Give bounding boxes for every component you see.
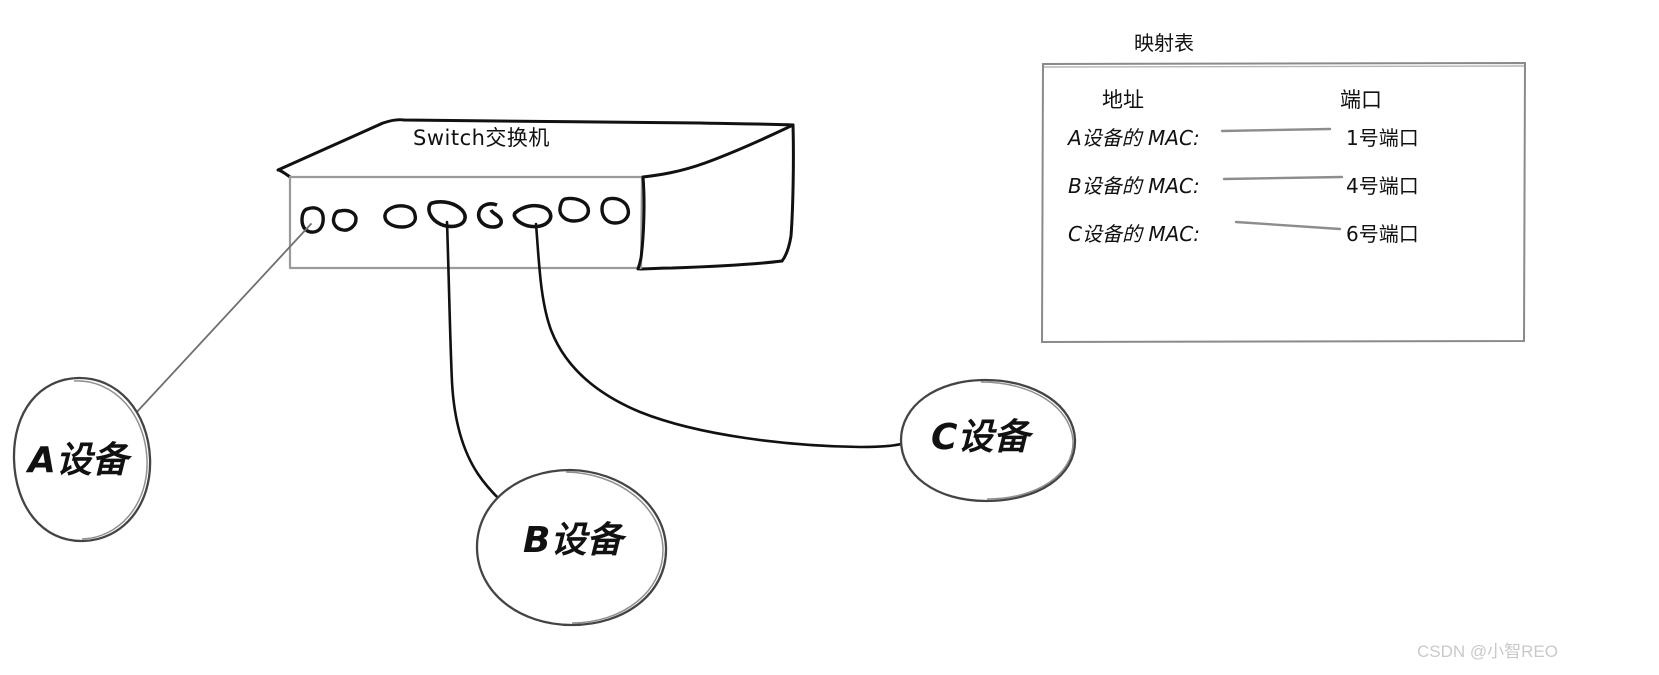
mapping-row-address: A设备的 MAC: (1068, 126, 1200, 150)
switch-port-5[interactable] (476, 202, 503, 229)
mapping-row-port: 4号端口 (1346, 174, 1419, 198)
device-b-circle[interactable] (475, 468, 668, 627)
switch-port-1[interactable] (300, 206, 325, 234)
switch-port-4[interactable] (427, 200, 467, 229)
device-b-circle-sketch (565, 471, 664, 624)
switch-right-side-edge (780, 123, 795, 263)
device-c-label: C设备 (931, 417, 1030, 458)
mac-line-b (1222, 175, 1344, 181)
cables (134, 220, 903, 502)
switch-port-8[interactable] (600, 196, 631, 225)
device-a-circle-sketch (73, 380, 148, 540)
device-c-circle-sketch (980, 381, 1074, 500)
switch-port-2[interactable] (331, 208, 358, 232)
cable-c (534, 222, 903, 449)
device-a-circle[interactable] (12, 376, 152, 543)
switch-port-7[interactable] (558, 196, 591, 223)
mapping-table-border (1040, 61, 1527, 344)
switch-ports[interactable] (300, 196, 631, 234)
switch-port-6[interactable] (512, 203, 553, 229)
switch-label: Switch交换机 (413, 126, 550, 150)
mapping-table-box (1040, 61, 1527, 344)
mac-value-lines (1220, 127, 1344, 231)
device-b[interactable] (475, 468, 668, 627)
mapping-table-border-sketch (1043, 65, 1525, 68)
switch-top-left-corner (277, 168, 292, 179)
mapping-row-port: 6号端口 (1346, 222, 1419, 246)
mapping-table-header-address: 地址 (1102, 88, 1144, 112)
mapping-table-header-port: 端口 (1340, 88, 1382, 112)
switch-top-right-edge (641, 123, 795, 179)
mac-line-c (1234, 220, 1342, 231)
switch-port-3[interactable] (383, 204, 418, 229)
watermark: CSDN @小智REO (1417, 642, 1558, 661)
mapping-row-address: C设备的 MAC: (1068, 222, 1200, 246)
cable-a (134, 223, 312, 415)
device-a-label: A设备 (28, 440, 128, 481)
mapping-row-address: B设备的 MAC: (1068, 174, 1200, 198)
cable-b (445, 220, 502, 502)
device-b-label: B设备 (523, 520, 623, 561)
device-c-circle[interactable] (899, 378, 1077, 503)
mapping-row-port: 1号端口 (1346, 126, 1419, 150)
device-a[interactable] (12, 376, 152, 543)
switch-bottom-right-edge (638, 259, 784, 271)
switch-front-right-corner (636, 175, 646, 271)
switch-top-back-edge (276, 118, 795, 172)
switch-device[interactable] (276, 118, 795, 271)
device-c[interactable] (899, 378, 1077, 503)
mac-line-a (1220, 127, 1332, 133)
mapping-table-title: 映射表 (1134, 31, 1194, 55)
switch-front-panel (288, 175, 644, 270)
